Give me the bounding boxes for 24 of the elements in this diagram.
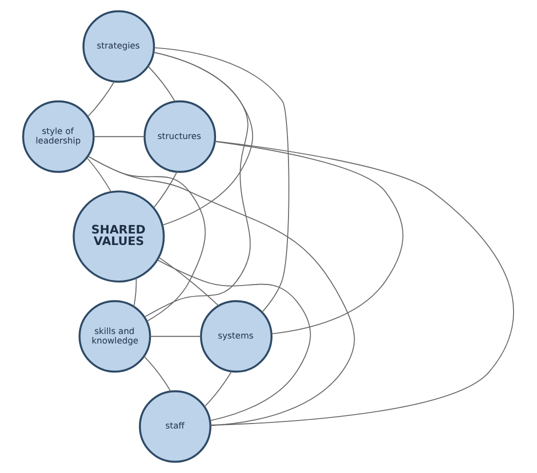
node-circle: SHARED VALUES [72, 190, 165, 283]
connector [150, 336, 202, 337]
connector [133, 278, 137, 307]
node-circle: strategies [82, 10, 155, 83]
connector [86, 157, 112, 193]
connector [144, 356, 172, 392]
node-circle: systems [200, 300, 272, 373]
connector [204, 370, 232, 408]
connector [156, 259, 311, 422]
connector [88, 156, 355, 426]
connector [214, 141, 404, 334]
node-circle: structures [144, 100, 216, 173]
connector [93, 136, 145, 138]
connector [154, 47, 290, 313]
node-circle: style of leadership [22, 100, 95, 173]
connector [210, 140, 514, 426]
connector [88, 156, 206, 322]
node-circle: staff [138, 390, 212, 463]
node-circle: skills and knowledge [78, 300, 152, 373]
connector [148, 66, 176, 102]
connector [87, 81, 115, 118]
connector [153, 52, 254, 226]
connector [158, 256, 220, 306]
connector [153, 171, 178, 208]
